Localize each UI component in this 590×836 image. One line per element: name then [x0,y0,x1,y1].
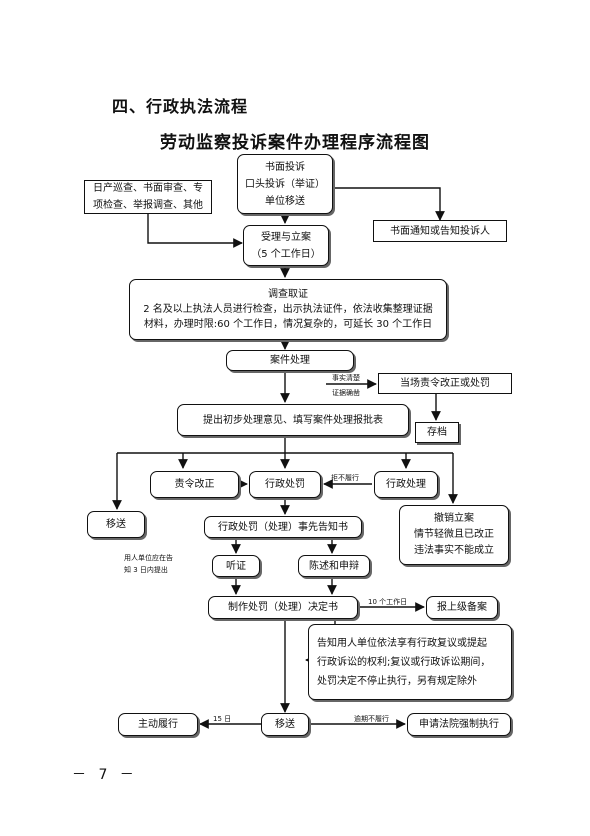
node-transfer: 移送 [87,511,145,538]
node-final-transfer: 移送 [261,713,309,736]
node-voluntary-compliance: 主动履行 [118,713,198,736]
label-evidence-conclusive: 证据确凿 [332,389,360,397]
node-investigation: 调查取证 2 名及以上执法人员进行检查，出示执法证件，依法收集整理证据 材料，办… [129,279,447,340]
section-title: 四、行政执法流程 [112,97,249,116]
label-not-performed: 拒不履行 [331,474,359,482]
node-rights-notice: 告知用人单位依法享有行政复议或提起 行政诉讼的权利;复议或行政诉讼期间， 处罚决… [308,624,512,700]
node-daily-inspection: 日产巡查、书面审查、专 项检查、举报调查、其他 [84,180,212,214]
label-overdue: 逾期不履行 [354,715,389,723]
page-number: － 7 － [72,767,138,783]
label-fifteen-days: 15 日 [213,715,232,723]
node-admin-handling: 行政处理 [374,471,438,498]
node-written-notice: 书面通知或告知投诉人 [373,220,507,242]
arrow-complaint-to-notice [333,187,445,221]
node-court-enforcement: 申请法院强制执行 [407,713,511,736]
node-hearing: 听证 [212,555,260,577]
label-ten-days: 10 个工作日 [368,598,408,606]
node-case-handling: 案件处理 [226,350,354,371]
node-on-site-correction: 当场责令改正或处罚 [378,373,512,394]
node-accept-case: 受理与立案 （5 个工作日） [243,225,329,266]
node-revoke-case: 撤销立案 情节轻微且已改正 违法事实不能成立 [399,505,509,565]
node-archive: 存档 [415,422,459,443]
node-pre-notice: 行政处罚（处理）事先告知书 [204,516,362,538]
node-admin-penalty: 行政处罚 [249,471,321,498]
arrow-inspection-to-accept [147,214,243,248]
flowchart-title: 劳动监察投诉案件办理程序流程图 [160,133,430,153]
node-report-filing: 报上级备案 [426,596,498,619]
node-complaint-intake: 书面投诉 口头投诉（举证） 单位移送 [237,154,333,214]
node-preliminary-opinion: 提出初步处理意见、填写案件处理报批表 [177,404,409,436]
node-decision: 制作处罚（处理）决定书 [208,596,358,619]
node-order-correction: 责令改正 [150,471,239,498]
label-hearing-request: 用人单位应在告 知 3 日内提出 [124,554,173,574]
label-facts-clear: 事实清楚 [332,374,360,382]
node-statement-defense: 陈述和申辩 [298,555,370,577]
